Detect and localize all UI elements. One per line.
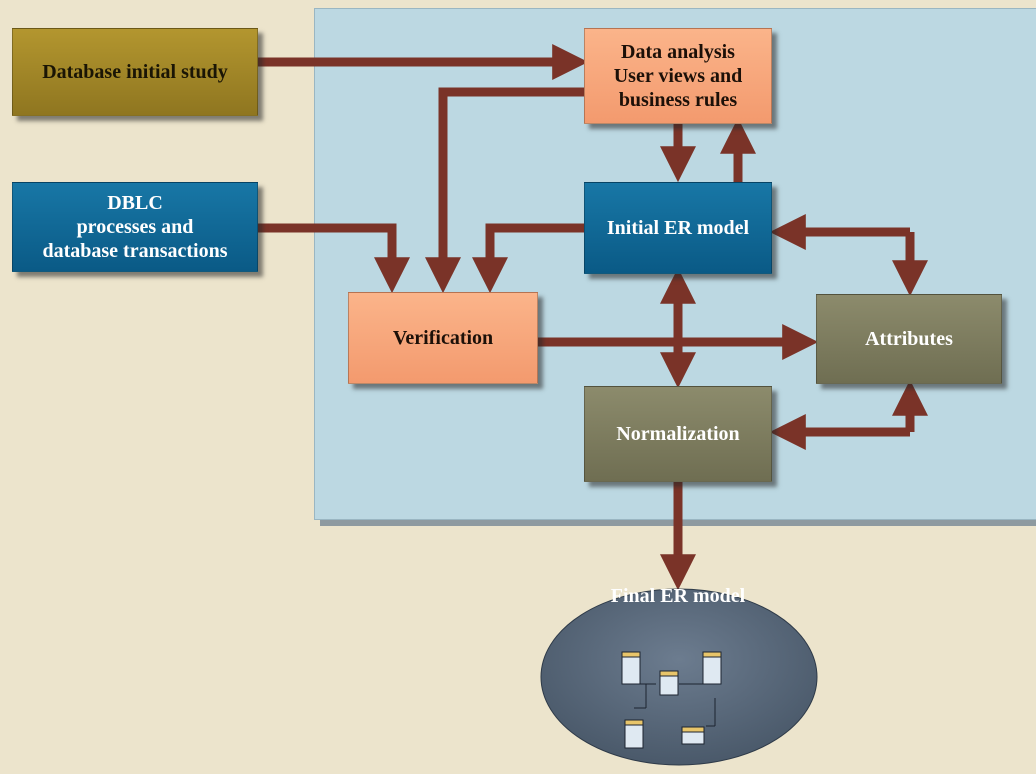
node-dblc-line3: database transactions xyxy=(42,240,228,262)
node-data-analysis-line3: business rules xyxy=(618,89,738,111)
node-final-er-label: Final ER model xyxy=(610,585,746,607)
node-data-analysis-line1: Data analysis xyxy=(621,41,735,63)
node-normalization: Normalization xyxy=(584,386,772,482)
node-data-analysis: Data analysis User views and business ru… xyxy=(584,28,772,124)
node-verification-label: Verification xyxy=(392,327,494,349)
node-dblc-line1: DBLC xyxy=(107,192,163,214)
node-normalization-label: Normalization xyxy=(616,423,740,445)
node-verification: Verification xyxy=(348,292,538,384)
arrow-dblc-to-verification xyxy=(258,223,410,294)
node-dblc-line2: processes and xyxy=(76,216,194,238)
node-data-analysis-line2: User views and xyxy=(613,65,743,87)
node-final-er xyxy=(540,588,818,766)
node-initial-er-label: Initial ER model xyxy=(606,217,750,239)
arrow-analysis-to-verification xyxy=(425,87,584,294)
arrow-initial-er-to-verification xyxy=(472,223,584,294)
node-dblc: DBLC processes and database transactions xyxy=(12,182,258,272)
node-initial-study-label: Database initial study xyxy=(42,61,228,83)
node-attributes-label: Attributes xyxy=(865,328,953,350)
er-schema-icon xyxy=(621,651,722,749)
node-initial-study: Database initial study xyxy=(12,28,258,116)
node-initial-er: Initial ER model xyxy=(584,182,772,274)
node-attributes: Attributes xyxy=(816,294,1002,384)
